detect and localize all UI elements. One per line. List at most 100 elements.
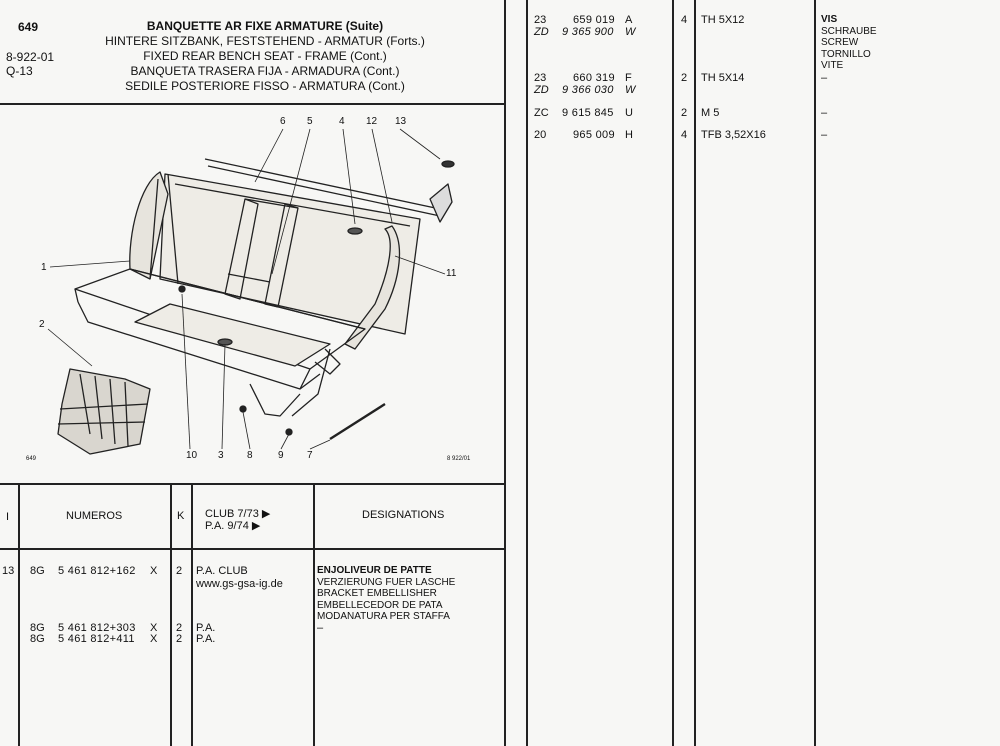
row-1-index: 13	[2, 565, 15, 577]
title-it: SEDILE POSTERIORE FISSO - ARMATURA (Cont…	[125, 79, 405, 93]
callout-7: 7	[307, 450, 313, 461]
rrow-2-desc: TH 5X14	[701, 72, 745, 84]
rrow-3-number: 9 615 845	[562, 107, 614, 119]
rrow-4-code: 20	[534, 129, 547, 141]
table-top-rule	[0, 483, 504, 485]
row-1-website: www.gs-gsa-ig.de	[196, 578, 283, 590]
title-es: BANQUETA TRASERA FIJA - ARMADURA (Cont.)	[130, 64, 400, 78]
rrow-1-letter: A	[625, 14, 633, 26]
callout-5: 5	[307, 116, 313, 127]
col-rule	[814, 0, 816, 746]
callout-2: 2	[39, 319, 45, 330]
designation-it: MODANATURA PER STAFFA	[317, 611, 450, 622]
rrow-2-k: 2	[681, 72, 688, 84]
rrow-4-k: 4	[681, 129, 688, 141]
col-header-models-2: P.A. 9/74 ▶	[205, 520, 261, 532]
callout-6: 6	[280, 116, 286, 127]
designation-fr: VIS	[821, 14, 838, 25]
rrow-4-number: 965 009	[573, 129, 615, 141]
col-header-i: I	[6, 511, 10, 523]
col-rule	[170, 483, 172, 746]
col-rule	[18, 483, 20, 746]
rrow-2-code-alt: ZD	[534, 84, 549, 96]
callout-4: 4	[339, 116, 345, 127]
rrow-2-code: 23	[534, 72, 547, 84]
rrow-2-number: 660 319	[573, 72, 615, 84]
designation-en: BRACKET EMBELLISHER	[317, 588, 437, 599]
col-rule	[672, 0, 674, 746]
rrow-1-code-alt: ZD	[534, 26, 549, 38]
rrow-2-designation: –	[821, 72, 828, 84]
seat-frame-diagram	[47, 128, 455, 455]
page-divider	[504, 0, 506, 746]
rrow-1-code: 23	[534, 14, 547, 26]
ref-code: 8-922-01	[6, 50, 55, 64]
col-rule	[694, 0, 696, 746]
rrow-3-designation: –	[821, 107, 828, 119]
row-3-x: X	[150, 633, 158, 645]
designation-es: TORNILLO	[821, 48, 871, 60]
col-header-designations: DESIGNATIONS	[362, 509, 445, 521]
rrow-3-desc: M 5	[701, 107, 720, 119]
rrow-3-k: 2	[681, 107, 688, 119]
page-title: BANQUETTE AR FIXE ARMATURE (Suite) HINTE…	[100, 19, 430, 94]
row-2-code: 8G	[30, 622, 45, 634]
callout-9: 9	[278, 450, 284, 461]
row-1-code: 8G	[30, 565, 45, 577]
diagram-page-label: 649	[26, 456, 37, 462]
row-1-model: P.A. CLUB	[196, 565, 248, 577]
rrow-1-number: 659 019	[573, 14, 615, 26]
row-3-number: 5 461 812+411	[58, 633, 135, 645]
row-2-x: X	[150, 622, 158, 634]
rrow-1-designations: VIS SCHRAUBE SCREW TORNILLO VITE	[821, 14, 877, 72]
header-rule	[0, 103, 504, 105]
rrow-1-desc: TH 5X12	[701, 14, 745, 26]
page-number: 649	[18, 20, 39, 34]
title-de: HINTERE SITZBANK, FESTSTEHEND - ARMATUR …	[105, 34, 425, 48]
col-rule	[526, 0, 528, 746]
diagram-ref-label: 8 922/01	[447, 456, 471, 462]
designation-de: SCHRAUBE	[821, 25, 877, 37]
col-header-k: K	[177, 510, 185, 522]
callout-13: 13	[395, 116, 407, 127]
designation-fr: ENJOLIVEUR DE PATTE	[317, 565, 432, 576]
callout-8: 8	[247, 450, 253, 461]
col-rule	[191, 483, 193, 746]
row-2-number: 5 461 812+303	[58, 622, 136, 634]
rrow-3-code: ZC	[534, 107, 549, 119]
col-rule	[313, 483, 315, 746]
row-2-model: P.A.	[196, 622, 216, 634]
rrow-1-k: 4	[681, 14, 688, 26]
row-3-k: 2	[176, 633, 183, 645]
designation-it: VITE	[821, 60, 844, 71]
title-fr: BANQUETTE AR FIXE ARMATURE (Suite)	[146, 19, 384, 33]
row-2-designation: –	[317, 622, 324, 634]
row-2-k: 2	[176, 622, 183, 634]
rrow-2-letter: F	[625, 72, 632, 84]
rrow-1-letter-alt: W	[625, 26, 636, 38]
callout-11: 11	[446, 268, 457, 279]
rrow-2-number-alt: 9 366 030	[562, 84, 614, 96]
row-3-model: P.A.	[196, 633, 216, 645]
rrow-4-letter: H	[625, 129, 633, 141]
rrow-2-letter-alt: W	[625, 84, 636, 96]
row-1-x: X	[150, 565, 158, 577]
rrow-4-designation: –	[821, 129, 828, 141]
row-1-number: 5 461 812+162	[58, 565, 136, 577]
col-header-numeros: NUMEROS	[66, 510, 123, 522]
callout-1: 1	[41, 262, 47, 273]
rrow-4-desc: TFB 3,52X16	[701, 129, 766, 141]
designation-de: VERZIERUNG FUER LASCHE	[317, 576, 456, 588]
designation-es: EMBELLECEDOR DE PATA	[317, 599, 443, 611]
row-1-k: 2	[176, 565, 183, 577]
callout-12: 12	[366, 116, 378, 127]
q-code: Q-13	[6, 64, 33, 78]
table-header-rule	[0, 548, 504, 550]
rrow-3-letter: U	[625, 107, 633, 119]
col-header-models-1: CLUB 7/73 ▶	[205, 508, 271, 520]
title-en: FIXED REAR BENCH SEAT - FRAME (Cont.)	[143, 49, 387, 63]
callout-3: 3	[218, 450, 224, 461]
callout-10: 10	[186, 450, 198, 461]
designation-en: SCREW	[821, 37, 859, 48]
rrow-1-number-alt: 9 365 900	[562, 26, 614, 38]
